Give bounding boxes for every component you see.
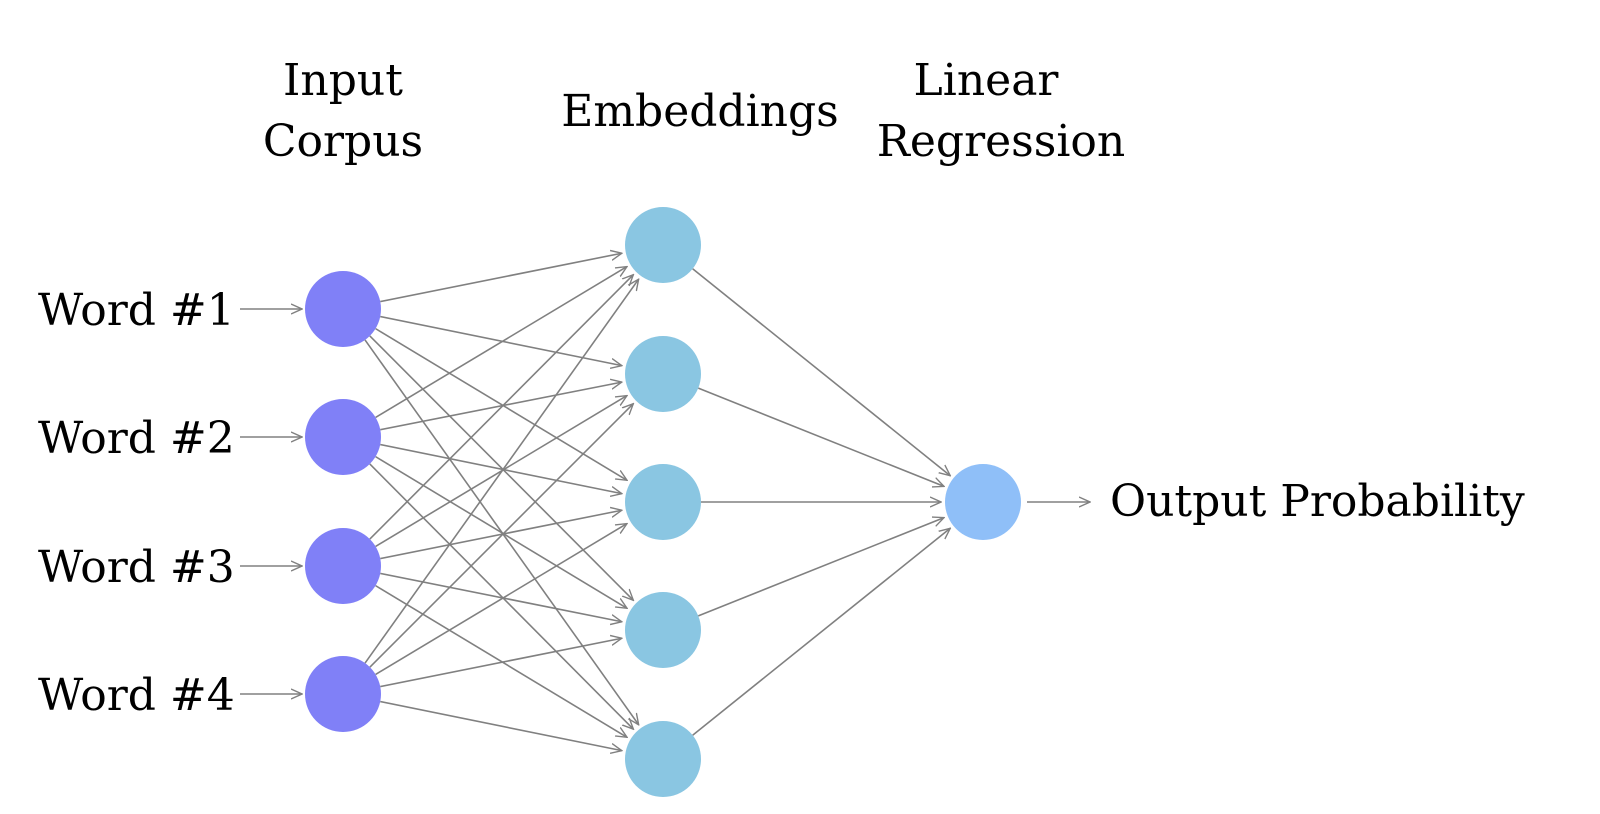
- input-word-label-4: Word #4: [38, 670, 235, 721]
- input-corpus-title-line2: Corpus: [263, 116, 423, 167]
- edge-input4-embedding2: [369, 404, 633, 668]
- connection-edges: [240, 253, 1090, 750]
- edge-embedding4-output: [697, 518, 944, 617]
- output-probability-label: Output Probability: [1110, 476, 1525, 527]
- input-word-label-3: Word #3: [38, 542, 235, 593]
- linear-regression-title-line1: Linear: [914, 55, 1060, 106]
- edge-embedding2-output: [697, 387, 944, 486]
- embedding-node-4: [625, 592, 701, 668]
- edge-input1-embedding3: [375, 327, 627, 481]
- edge-input1-embedding1: [380, 253, 622, 303]
- input-word-label-1: Word #1: [38, 285, 235, 336]
- edge-input4-embedding3: [375, 524, 627, 676]
- input-word-label-2: Word #2: [38, 413, 235, 464]
- edge-input2-embedding2: [380, 382, 622, 431]
- linear-regression-title-line2: Regression: [877, 116, 1125, 167]
- embedding-node-2: [625, 336, 701, 412]
- edge-input2-embedding5: [369, 463, 634, 729]
- edge-input1-embedding2: [380, 315, 622, 366]
- edge-input2-embedding3: [380, 443, 622, 494]
- embeddings-title: Embeddings: [561, 86, 839, 137]
- embedding-node-1: [625, 207, 701, 283]
- edge-input2-embedding4: [375, 455, 627, 609]
- edge-input4-embedding5: [380, 700, 622, 751]
- edge-input4-embedding1: [364, 279, 639, 664]
- edge-input3-embedding5: [375, 584, 627, 738]
- input-node-2: [305, 399, 381, 475]
- edge-input3-embedding4: [380, 572, 622, 621]
- edge-input1-embedding4: [369, 335, 634, 600]
- edge-embedding5-output: [692, 528, 951, 736]
- output-node: [945, 464, 1021, 540]
- edge-input3-embedding3: [380, 510, 622, 560]
- input-corpus-title-line1: Input: [283, 55, 403, 106]
- input-node-1: [305, 271, 381, 347]
- network-nodes: [305, 207, 1021, 797]
- edge-input3-embedding1: [369, 275, 634, 540]
- edge-input4-embedding4: [380, 638, 622, 688]
- input-node-3: [305, 528, 381, 604]
- input-node-4: [305, 656, 381, 732]
- embedding-node-3: [625, 464, 701, 540]
- embedding-node-5: [625, 721, 701, 797]
- edge-embedding1-output: [692, 268, 951, 476]
- edge-input2-embedding1: [375, 267, 627, 419]
